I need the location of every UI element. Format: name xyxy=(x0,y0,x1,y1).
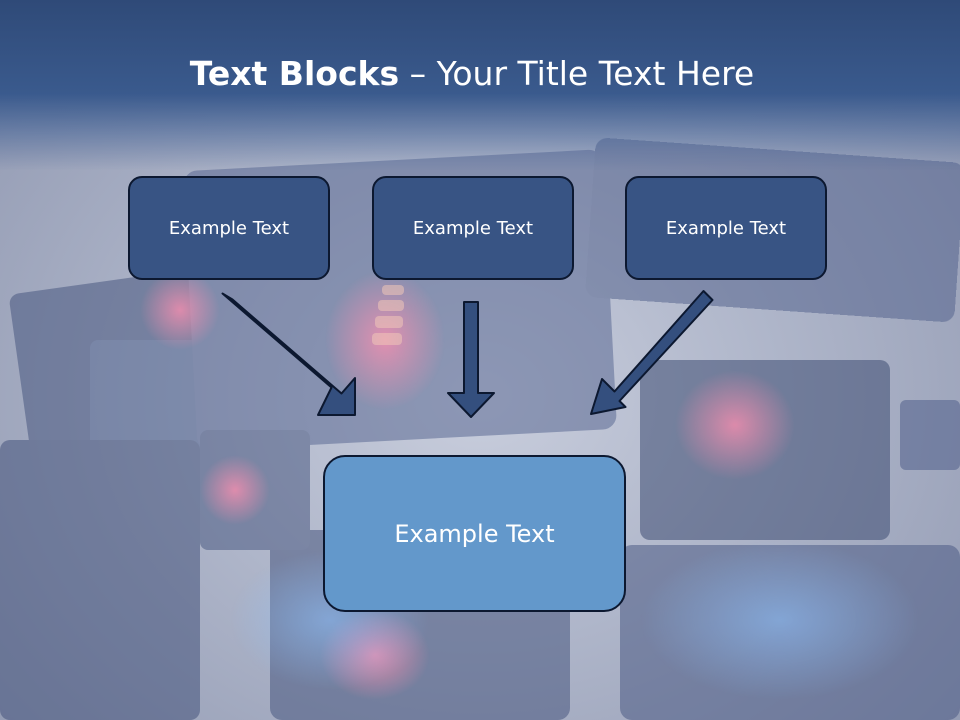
title-bar xyxy=(0,0,960,170)
title-rest: Your Title Text Here xyxy=(436,54,755,93)
text-box-target[interactable]: Example Text xyxy=(323,455,626,612)
title-separator: – xyxy=(399,54,437,93)
text-box-right[interactable]: Example Text xyxy=(625,176,827,280)
page-title: Text Blocks – Your Title Text Here xyxy=(0,54,944,93)
title-bold: Text Blocks xyxy=(189,54,400,93)
text-box-left[interactable]: Example Text xyxy=(128,176,330,280)
text-box-center[interactable]: Example Text xyxy=(372,176,574,280)
